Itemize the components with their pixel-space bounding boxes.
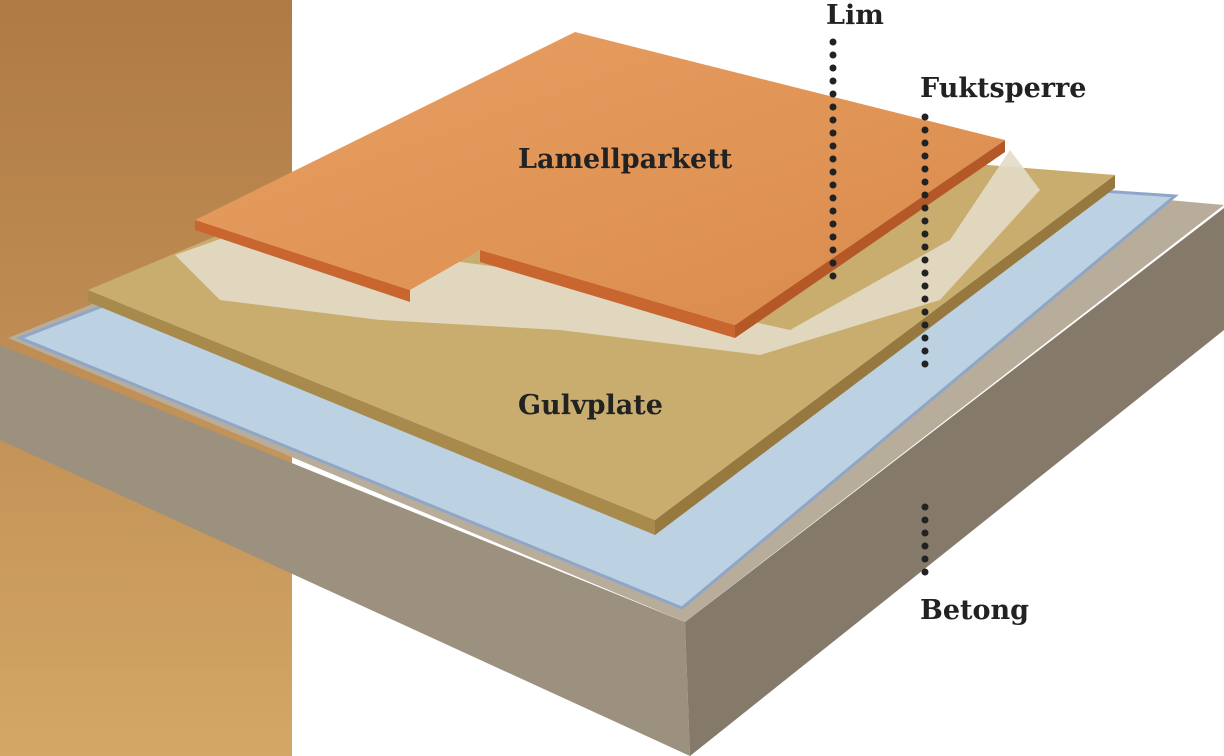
parquet-edge-right: [735, 140, 1005, 338]
parquet-edge: [195, 220, 410, 302]
label-subfloor-board: Gulvplate: [518, 390, 663, 421]
label-concrete: Betong: [920, 595, 1029, 626]
label-glue: Lim: [826, 0, 884, 31]
subfloor-board-edge-right: [655, 175, 1115, 535]
label-parquet: Lamellparkett: [518, 144, 733, 175]
label-moisture-barrier: Fuktsperre: [920, 73, 1087, 104]
glue-layer: [175, 150, 1040, 355]
concrete-side-right: [685, 208, 1224, 756]
subfloor-board-edge: [88, 290, 655, 535]
concrete-side-left: [0, 345, 690, 756]
parquet-top: [195, 32, 1005, 325]
parquet-edge-front: [480, 250, 735, 338]
